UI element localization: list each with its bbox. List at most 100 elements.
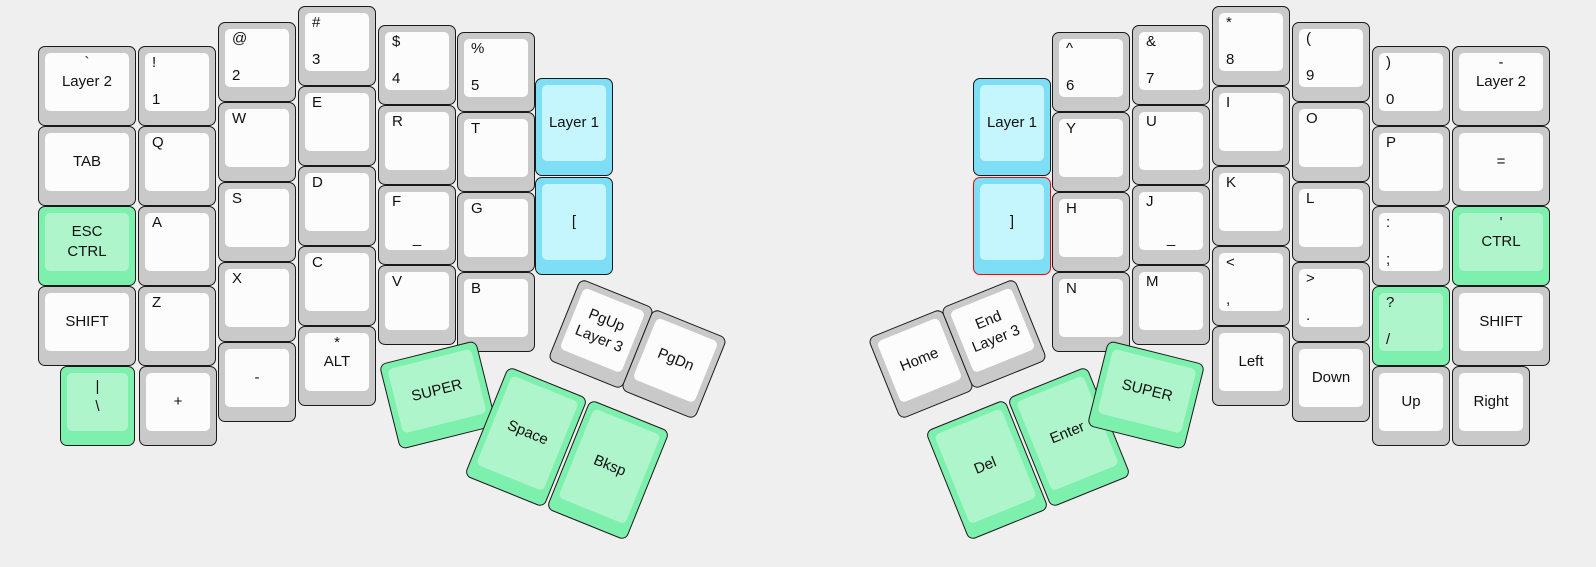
key-l-1[interactable]: !1: [138, 46, 216, 126]
key-l-tab[interactable]: TAB: [38, 126, 136, 206]
key-r-u[interactable]: U: [1132, 105, 1210, 185]
key-legend-main: C: [312, 254, 323, 271]
key-legend-top: !: [152, 54, 157, 71]
key-l-star-alt[interactable]: *ALT: [298, 326, 376, 406]
key-r-semicolon[interactable]: :;: [1372, 206, 1450, 286]
key-l-a[interactable]: A: [138, 206, 216, 286]
key-l-minus[interactable]: -: [218, 342, 296, 422]
key-r-right[interactable]: Right: [1452, 366, 1530, 446]
key-l-s[interactable]: S: [218, 182, 296, 262]
key-r-7[interactable]: &7: [1132, 25, 1210, 105]
key-l-super[interactable]: SUPER: [378, 340, 498, 450]
keycap-surface: End Layer 3: [949, 287, 1036, 374]
key-l-pipe-bslash[interactable]: |\: [60, 366, 135, 446]
key-legend-main: Bksp: [591, 451, 629, 480]
key-legend-main: X: [232, 270, 243, 287]
key-l-z[interactable]: Z: [138, 286, 216, 366]
key-r-comma[interactable]: <,: [1212, 246, 1290, 326]
key-legend-main: M: [1146, 273, 1159, 290]
key-r-k[interactable]: K: [1212, 166, 1290, 246]
key-r-equal[interactable]: =: [1452, 126, 1550, 206]
key-l-w[interactable]: W: [218, 102, 296, 182]
key-legend-main: W: [232, 110, 247, 127]
keycap-surface: Down: [1299, 349, 1363, 407]
key-l-b[interactable]: B: [457, 272, 535, 352]
key-r-9[interactable]: (9: [1292, 22, 1370, 102]
key-r-layer1[interactable]: Layer 1: [973, 78, 1051, 176]
key-legend-top: -: [1498, 54, 1504, 71]
key-r-down[interactable]: Down: [1292, 342, 1370, 422]
key-legend-main: Layer 2: [61, 72, 113, 90]
key-l-t[interactable]: T: [457, 112, 535, 192]
key-l-v[interactable]: V: [378, 265, 456, 345]
key-legend-main: End Layer 3: [969, 307, 1023, 357]
key-r-p[interactable]: P: [1372, 126, 1450, 206]
key-l-2[interactable]: @2: [218, 22, 296, 102]
key-legend-top: $: [392, 33, 401, 50]
keycap-surface: *8: [1219, 13, 1283, 71]
key-r-h[interactable]: H: [1052, 192, 1130, 272]
key-legend-main: D: [312, 174, 323, 191]
key-legend-main: +: [173, 392, 183, 410]
key-r-quote-ctrl[interactable]: 'CTRL: [1452, 206, 1550, 286]
key-legend-main: H: [1066, 200, 1077, 217]
key-l-lbracket[interactable]: [: [535, 177, 613, 275]
keycap-surface: -Layer 2: [1459, 53, 1543, 111]
key-r-l[interactable]: L: [1292, 182, 1370, 262]
key-r-6[interactable]: ^6: [1052, 32, 1130, 112]
key-l-5[interactable]: %5: [457, 32, 535, 112]
key-r-8[interactable]: *8: [1212, 6, 1290, 86]
key-r-left[interactable]: Left: [1212, 326, 1290, 406]
key-legend-main: P: [1386, 134, 1397, 151]
key-l-shift[interactable]: SHIFT: [38, 286, 136, 366]
key-l-q[interactable]: Q: [138, 126, 216, 206]
key-r-m[interactable]: M: [1132, 265, 1210, 345]
key-l-layer1[interactable]: Layer 1: [535, 78, 613, 176]
key-r-0[interactable]: )0: [1372, 46, 1450, 126]
key-l-g[interactable]: G: [457, 192, 535, 272]
key-l-d[interactable]: D: [298, 166, 376, 246]
key-l-4[interactable]: $4: [378, 25, 456, 105]
key-l-grave-layer2[interactable]: `Layer 2: [38, 46, 136, 126]
key-r-y[interactable]: Y: [1052, 112, 1130, 192]
keycap-surface: O: [1299, 109, 1363, 167]
keycap-surface: =: [1459, 133, 1543, 191]
key-legend-main: R: [392, 113, 403, 130]
key-r-n[interactable]: N: [1052, 272, 1130, 352]
key-legend-top: @: [232, 30, 248, 47]
key-legend-main: 0: [1386, 91, 1395, 109]
key-legend-main: -: [254, 368, 260, 386]
key-l-c[interactable]: C: [298, 246, 376, 326]
key-r-i[interactable]: I: [1212, 86, 1290, 166]
key-legend-main: U: [1146, 113, 1157, 130]
keycap-surface: Y: [1059, 119, 1123, 177]
key-r-slash[interactable]: ?/: [1372, 286, 1450, 366]
key-r-period[interactable]: >.: [1292, 262, 1370, 342]
key-l-3[interactable]: #3: [298, 6, 376, 86]
key-r-minus-layer2[interactable]: -Layer 2: [1452, 46, 1550, 126]
key-legend-top: `: [84, 54, 90, 71]
keycap-surface: U: [1139, 112, 1203, 170]
key-l-e[interactable]: E: [298, 86, 376, 166]
key-r-j[interactable]: J_: [1132, 185, 1210, 265]
key-l-r[interactable]: R: [378, 105, 456, 185]
key-l-plus[interactable]: +: [139, 366, 217, 446]
key-legend-main: PgDn: [655, 344, 697, 375]
key-legend-main: B: [471, 280, 482, 297]
key-legend-main: ]: [1009, 212, 1015, 230]
key-r-o[interactable]: O: [1292, 102, 1370, 182]
key-legend-main: Right: [1473, 392, 1509, 410]
keycap-surface: A: [145, 213, 209, 271]
key-r-shift[interactable]: SHIFT: [1452, 286, 1550, 366]
key-r-up[interactable]: Up: [1372, 366, 1450, 446]
key-legend-main: PgUp Layer 3: [572, 305, 628, 357]
key-l-esc-ctrl[interactable]: ESC CTRL: [38, 206, 136, 286]
key-l-x[interactable]: X: [218, 262, 296, 342]
key-legend-main: I: [1226, 94, 1231, 111]
keycap-surface: Left: [1219, 333, 1283, 391]
keycap-surface: Z: [145, 293, 209, 351]
keycap-surface: 'CTRL: [1459, 213, 1543, 271]
key-r-rbracket[interactable]: ]: [973, 177, 1051, 275]
key-l-f[interactable]: F_: [378, 185, 456, 265]
